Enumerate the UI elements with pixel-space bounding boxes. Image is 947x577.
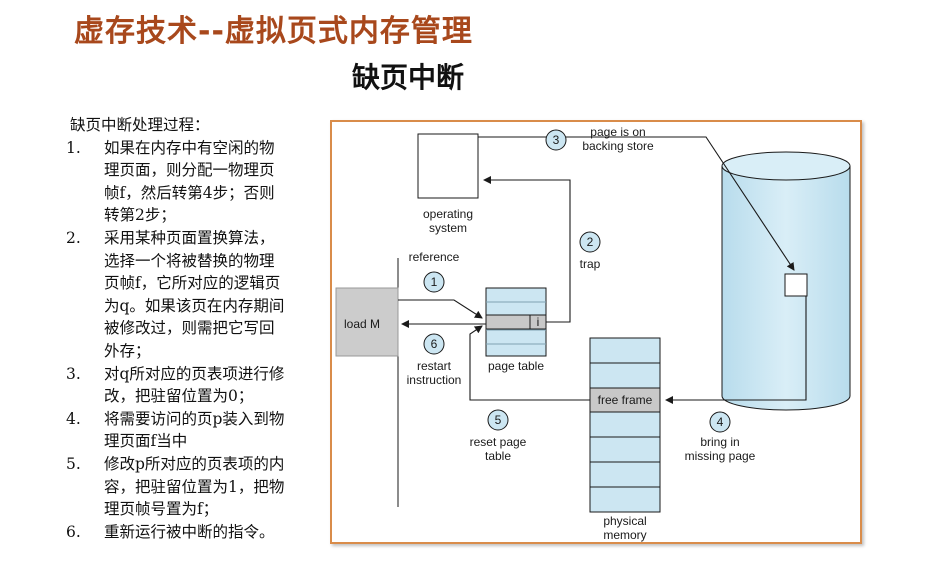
page-fault-diagram: load M operating system i page table fre… [330, 120, 862, 544]
step5-label-line2: table [485, 449, 511, 463]
step-text-line: 页帧f，它所对应的逻辑页 [104, 274, 281, 293]
step-item: 4. 将需要访问的页p装入到物理页面f当中 [66, 408, 328, 453]
free-frame-label: free frame [598, 393, 653, 407]
step-item: 1. 如果在内存中有空闲的物理页面，则分配一物理页帧f，然后转第4步；否则转第2步… [66, 137, 328, 227]
diagram-canvas: load M operating system i page table fre… [335, 125, 851, 542]
step-item: 5. 修改p所对应的页表项的内容，把驻留位置为1，把物理页帧号置为f； [66, 453, 328, 521]
step-text-line: 选择一个将被替换的物理 [104, 251, 275, 270]
step-item: 2. 采用某种页面置换算法， 选择一个将被替换的物理页帧f，它所对应的逻辑页为q。如… [66, 227, 328, 363]
os-label-line2: system [429, 221, 467, 235]
step3-label-line2: backing store [582, 139, 654, 153]
step-list: 1. 如果在内存中有空闲的物理页面，则分配一物理页帧f，然后转第4步；否则转第2步… [66, 137, 328, 544]
step4-number: 4 [717, 415, 724, 429]
step1-label: reference [409, 250, 460, 264]
step-number: 1. [66, 138, 81, 157]
step-number: 3. [66, 364, 81, 383]
step-text-line: 将需要访问的页p装入到物 [104, 409, 285, 428]
step4-label-line1: bring in [700, 435, 739, 449]
step-text-line: 采用某种页面置换算法， [104, 228, 275, 247]
step4-label-line2: missing page [685, 449, 756, 463]
step-text: 将需要访问的页p装入到物理页面f当中 [104, 408, 328, 453]
step-text-line: 改，把驻留位置为0； [104, 387, 254, 406]
os-label-line1: operating [423, 207, 473, 221]
disk-page-block [784, 273, 808, 297]
step5-label-line1: reset page [470, 435, 527, 449]
step-item: 6. 重新运行被中断的指令。 [66, 521, 328, 544]
trap-arrow [483, 176, 571, 323]
step-text: 重新运行被中断的指令。 [104, 521, 328, 544]
step3-marker: 3 [545, 129, 567, 151]
page-table-label: page table [488, 359, 544, 373]
step3-label-line1: page is on [590, 125, 645, 139]
step-text-line: 被修改过，则需把它写回 [104, 319, 275, 338]
step5-marker: 5 [487, 409, 509, 431]
step-text-line: 理页面，则分配一物理页 [104, 161, 275, 180]
step-text-line: 转第2步； [104, 206, 176, 225]
step6-label-line1: restart [417, 359, 452, 373]
step2-number: 2 [587, 235, 594, 249]
step-text-line: 容，把驻留位置为1，把物 [104, 477, 285, 496]
load-label: load M [344, 317, 380, 331]
step-text-line: 为q。如果该页在内存期间 [104, 296, 285, 315]
step-number: 4. [66, 409, 81, 428]
physical-memory-label-line1: physical [603, 514, 646, 528]
step-text-line: 如果在内存中有空闲的物 [104, 138, 275, 157]
steps-heading: 缺页中断处理过程： [70, 116, 210, 134]
step-text-line: 外存； [104, 341, 151, 360]
step-text-line: 重新运行被中断的指令。 [104, 522, 275, 541]
step6-number: 6 [431, 337, 438, 351]
bring-in-arrow [665, 296, 807, 404]
step-text-line: 修改p所对应的页表项的内 [104, 454, 285, 473]
step-number: 2. [66, 228, 81, 247]
step6-label-line2: instruction [407, 373, 462, 387]
step6-marker: 6 [423, 333, 445, 355]
step-text: 对q所对应的页表项进行修改，把驻留位置为0； [104, 363, 328, 408]
step2-label: trap [580, 257, 601, 271]
step-text-line: 理页帧号置为f； [104, 500, 219, 519]
physical-memory [589, 337, 661, 513]
step5-number: 5 [495, 413, 502, 427]
load-instruction-box [335, 287, 399, 357]
steps-panel: 缺页中断处理过程： 1. 如果在内存中有空闲的物理页面，则分配一物理页帧f，然后转… [66, 114, 328, 543]
step3-number: 3 [553, 133, 560, 147]
step-text: 如果在内存中有空闲的物理页面，则分配一物理页帧f，然后转第4步；否则转第2步； [104, 137, 328, 227]
operating-system-box [417, 133, 479, 199]
step-item: 3. 对q所对应的页表项进行修改，把驻留位置为0； [66, 363, 328, 408]
step-text-line: 帧f，然后转第4步；否则 [104, 183, 275, 202]
step-text-line: 对q所对应的页表项进行修 [104, 364, 285, 383]
step1-number: 1 [431, 275, 438, 289]
step-text-line: 理页面f当中 [104, 432, 188, 451]
step-number: 5. [66, 454, 81, 473]
step2-marker: 2 [579, 231, 601, 253]
slide-subtitle: 缺页中断 [352, 61, 465, 94]
step-text: 采用某种页面置换算法， 选择一个将被替换的物理页帧f，它所对应的逻辑页为q。如果该… [104, 227, 328, 363]
physical-memory-label-line2: memory [603, 528, 646, 542]
step4-marker: 4 [709, 411, 731, 433]
slide-title: 虚存技术--虚拟页式内存管理 [74, 14, 473, 49]
step1-marker: 1 [423, 271, 445, 293]
reset-page-table-arrow [469, 325, 590, 401]
step-number: 6. [66, 522, 81, 541]
reference-arrow [398, 299, 483, 319]
page-table-entry-bit: i [537, 315, 540, 329]
step-text: 修改p所对应的页表项的内容，把驻留位置为1，把物理页帧号置为f； [104, 453, 328, 521]
